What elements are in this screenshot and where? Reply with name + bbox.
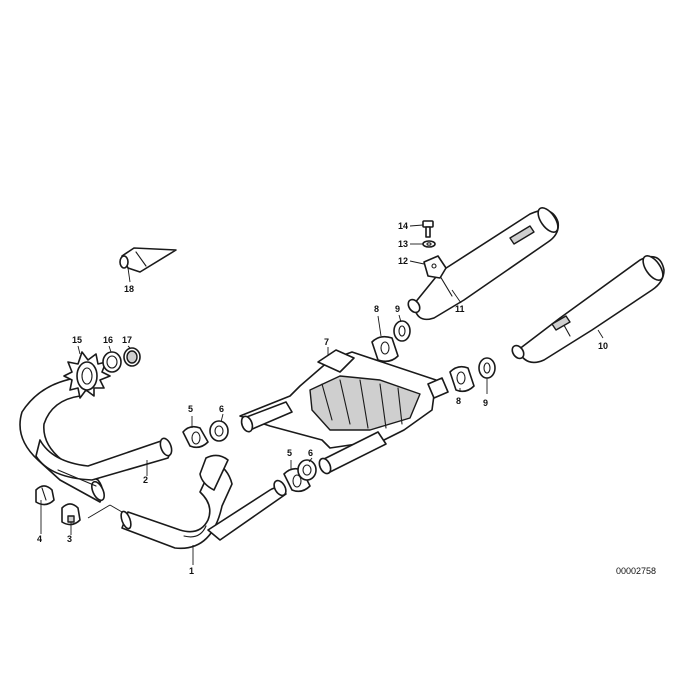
callout-16: 16 [103,335,113,345]
callout-14: 14 [398,221,408,231]
callout-7: 7 [324,337,329,347]
part-5-clamp-upper [182,425,209,449]
callout-6-upper: 6 [219,404,224,414]
callout-2: 2 [143,475,148,485]
part-6-ring-upper [209,420,229,442]
callout-1: 1 [189,566,194,576]
part-1-front-header-pipe [120,454,287,550]
document-number: 00002758 [616,566,656,576]
callout-9-upper: 9 [395,304,400,314]
callout-3: 3 [67,534,72,544]
part-8-clamp-upper [371,335,399,363]
part-4-clamp [35,485,55,506]
part-9-ring-lower [478,357,496,379]
callout-17: 17 [122,335,132,345]
callout-8-lower: 8 [456,396,461,406]
part-15-gear-nut [63,351,111,399]
part-16-ring [102,351,122,373]
part-14-bolt [422,220,434,238]
part-11-left-muffler [407,207,560,321]
leader-lines [40,224,604,565]
part-9-ring-upper [393,320,411,342]
part-3-clamp [61,503,81,526]
part-18-tool [119,247,177,273]
callout-labels: 1 2 3 4 5 6 5 6 7 8 9 8 9 10 11 12 13 14… [37,221,608,576]
callout-9-lower: 9 [483,398,488,408]
callout-18: 18 [124,284,134,294]
part-13-washer [422,240,436,248]
part-8-clamp-lower [449,365,475,393]
callout-11: 11 [455,304,465,314]
part-6-ring-lower [297,459,317,481]
part-12-bracket [423,255,447,279]
callout-5-lower: 5 [287,448,292,458]
callout-13: 13 [398,239,408,249]
callout-12: 12 [398,256,408,266]
callout-4: 4 [37,534,42,544]
part-2-rear-header-pipe [19,377,173,503]
part-17-gasket [123,347,141,367]
callout-15: 15 [72,335,82,345]
part-7-collector-box [239,339,449,475]
callout-5-upper: 5 [188,404,193,414]
callout-10: 10 [598,341,608,351]
callout-8-upper: 8 [374,304,379,314]
part-10-right-muffler [511,255,665,364]
callout-6-lower: 6 [308,448,313,458]
